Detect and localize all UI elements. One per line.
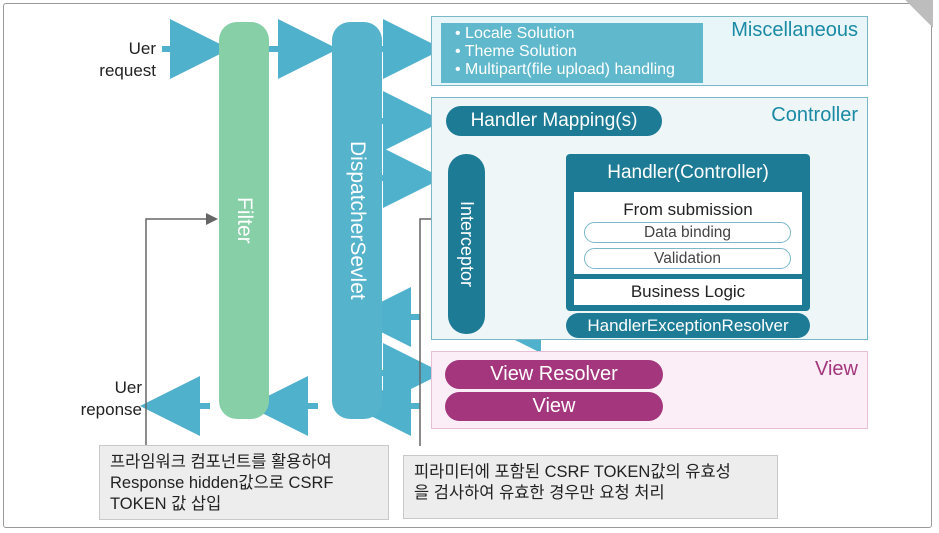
diagram-frame	[3, 3, 932, 528]
business-logic-box: Business Logic	[574, 279, 802, 305]
view-resolver-pill: View Resolver	[445, 360, 663, 389]
controller-title: Controller	[771, 104, 858, 126]
filter-label: Filter	[233, 197, 256, 244]
filter-csrf-note: 프라임워크 컴포넌트를 활용하여 Response hidden값으로 CSRF…	[99, 445, 389, 520]
view-pill: View	[445, 392, 663, 421]
handler-mapping-pill: Handler Mapping(s)	[446, 106, 662, 136]
interceptor-label: Interceptor	[457, 200, 477, 288]
business-logic-label: Business Logic	[630, 282, 746, 301]
form-submission-label: From submission	[623, 200, 753, 219]
user-request-label: Uer request	[99, 39, 156, 80]
validation-pill: Validation	[584, 248, 791, 269]
filter-note-connector	[145, 213, 218, 446]
misc-section: • Locale Solution • Theme Solution • Mul…	[431, 16, 868, 86]
misc-item: • Multipart(file upload) handling	[455, 61, 675, 78]
view-title: View	[815, 358, 858, 380]
user-response-label: Uer reponse	[80, 378, 142, 419]
misc-item: • Locale Solution	[455, 25, 575, 42]
handler-title: Handler(Controller)	[607, 162, 769, 183]
dispatcher-servlet-bar: DispatcherSevlet	[332, 22, 382, 419]
dispatcher-label: DispatcherSevlet	[346, 141, 369, 300]
filter-bar: Filter	[219, 22, 269, 419]
handler-controller-box: Handler(Controller) From submission Data…	[566, 154, 810, 311]
misc-item: • Theme Solution	[455, 43, 577, 60]
misc-banner: • Locale Solution • Theme Solution • Mul…	[441, 23, 703, 83]
interceptor-csrf-note: 피라미터에 포함된 CSRF TOKEN값의 유효성 을 검사하여 유효한 경우…	[403, 455, 778, 519]
form-submission-box: From submission Data binding Validation	[574, 192, 802, 274]
handler-exception-resolver-pill: HandlerExceptionResolver	[566, 313, 810, 338]
data-binding-pill: Data binding	[584, 222, 791, 243]
page-corner-fold	[905, 0, 933, 28]
misc-title: Miscellaneous	[731, 19, 858, 41]
interceptor-bar: Interceptor	[448, 154, 485, 334]
